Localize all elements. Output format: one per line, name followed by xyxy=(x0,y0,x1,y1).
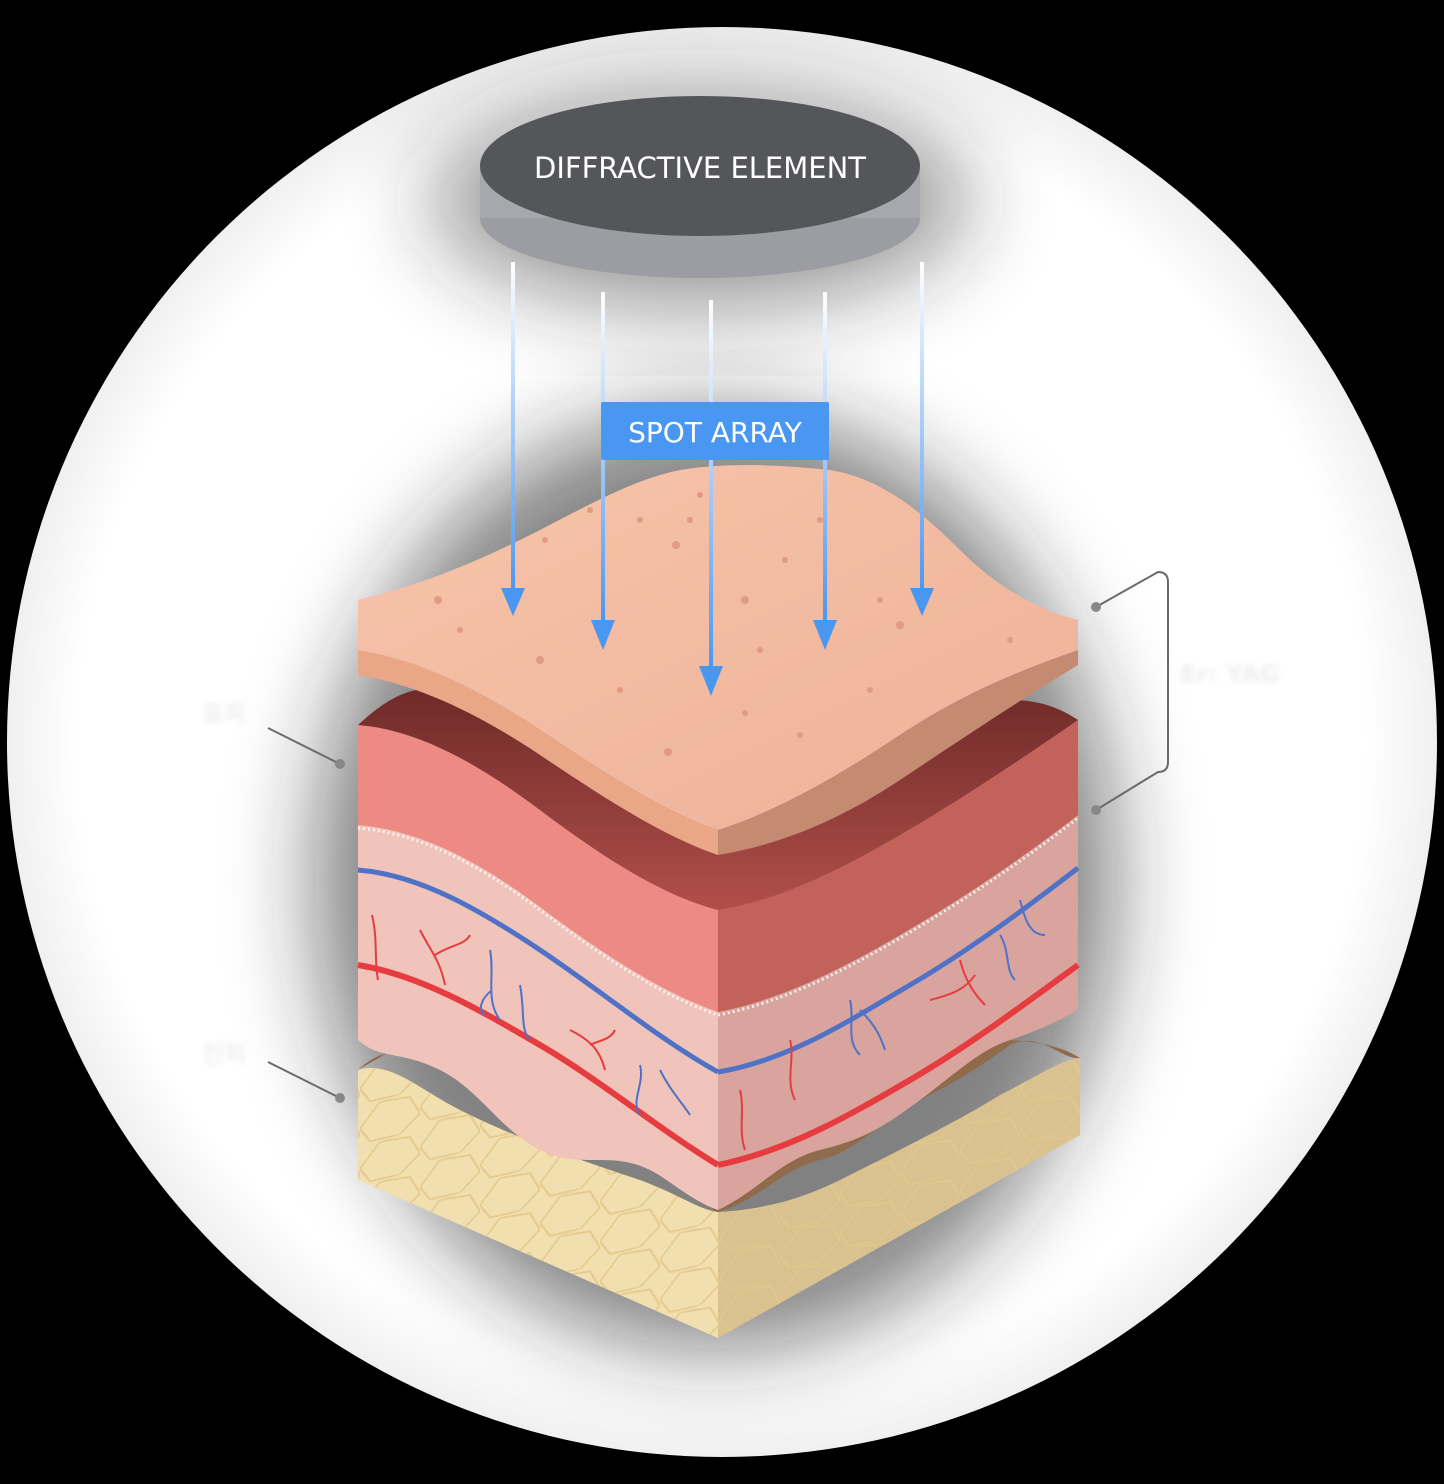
spot-array-text: SPOT ARRAY xyxy=(628,416,803,449)
diffractive-element-top xyxy=(480,96,920,236)
er-yag-label: Er: YAG xyxy=(1180,660,1280,688)
skin-surface-top xyxy=(358,465,1078,830)
artery-side xyxy=(717,962,1080,1168)
skin-pores xyxy=(434,492,1013,756)
diffractive-element-label: DIFFRACTIVE ELEMENT xyxy=(534,151,866,185)
spot-array-label: SPOT ARRAY xyxy=(601,402,829,460)
epidermis-layer-side xyxy=(718,720,1078,1012)
vein-side xyxy=(717,866,1080,1075)
epidermis-callout: 표피 xyxy=(202,700,345,769)
beam-1 xyxy=(501,262,525,616)
diffractive-element: DIFFRACTIVE ELEMENT xyxy=(480,96,920,278)
beam-5 xyxy=(910,262,934,616)
beam-3 xyxy=(699,300,723,696)
epidermis-label: 표피 xyxy=(202,700,246,728)
skin-block xyxy=(357,465,1080,1338)
artery-front xyxy=(357,962,720,1168)
er-yag-callout: Er: YAG xyxy=(1091,570,1280,815)
skin-surface-side xyxy=(718,650,1078,855)
spot-array-box xyxy=(601,402,829,460)
capillaries xyxy=(371,899,1046,1151)
dermis-layer-side xyxy=(718,815,1078,1210)
epidermis-layer-front xyxy=(358,725,718,1012)
vein-front xyxy=(357,867,720,1075)
dermis-label: 진피 xyxy=(202,1040,246,1068)
dermis-layer-front xyxy=(358,825,718,1210)
dermis-callout: 진피 xyxy=(202,1040,345,1103)
skin-surface-front xyxy=(358,650,718,855)
fat-layer-cells-front xyxy=(358,1068,718,1338)
er-yag-bracket xyxy=(1095,570,1169,811)
